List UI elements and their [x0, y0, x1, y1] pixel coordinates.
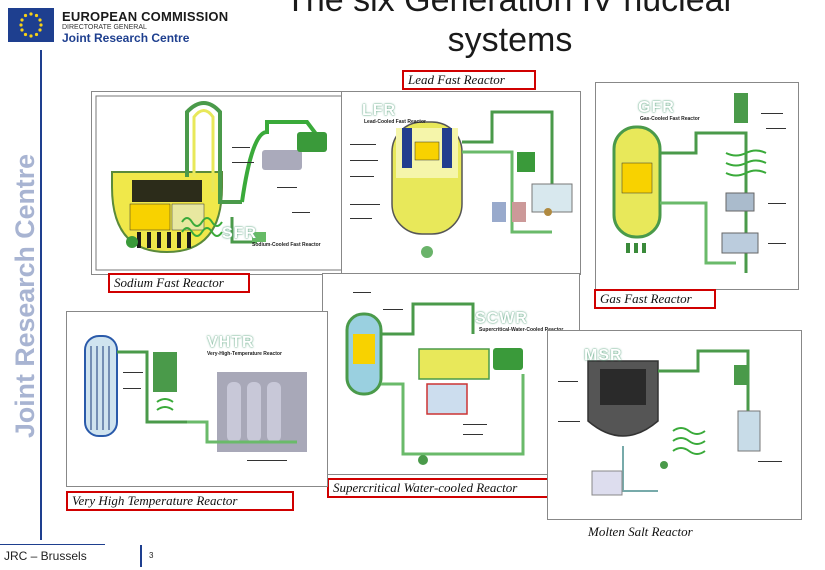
side-rule	[40, 50, 42, 540]
sfr-subtitle: Sodium-Cooled Fast Reactor	[252, 242, 321, 248]
scwr-subtitle: Supercritical-Water-Cooled Reactor	[479, 327, 564, 333]
side-brand-text: Joint Research Centre	[10, 154, 40, 438]
scwr-label: Supercritical Water-cooled Reactor	[327, 478, 554, 498]
gfr-diagram: GFR Gas-Cooled Fast Reactor	[595, 82, 799, 290]
footer-location: JRC – Brussels	[0, 544, 105, 567]
page-number: 3	[149, 551, 154, 560]
scwr-diagram: SCWR Supercritical-Water-Cooled Reactor	[322, 273, 580, 475]
gfr-tag: GFR	[638, 99, 675, 116]
side-brand-label: Joint Research Centre	[10, 154, 40, 438]
vhtr-diagram: VHTR Very-High-Temperature Reactor	[66, 311, 328, 487]
sfr-label: Sodium Fast Reactor	[108, 273, 250, 293]
lfr-label: Lead Fast Reactor	[402, 70, 536, 90]
lfr-subtitle: Lead-Cooled Fast Reactor	[364, 119, 426, 125]
msr-diagram: MSR	[547, 330, 802, 520]
page-title: The six Generation IV nuclear systems	[285, 0, 735, 59]
gfr-label: Gas Fast Reactor	[594, 289, 716, 309]
vhtr-subtitle: Very-High-Temperature Reactor	[207, 351, 282, 357]
msr-label: Molten Salt Reactor	[588, 524, 693, 539]
org-directorate: DIRECTORATE GENERAL	[62, 24, 147, 31]
scwr-tag: SCWR	[475, 310, 528, 327]
vhtr-tag: VHTR	[207, 334, 255, 351]
lfr-diagram: LFR Lead-Cooled Fast Reactor	[341, 91, 581, 275]
footer-page: 3	[140, 545, 178, 567]
org-jrc: Joint Research Centre	[62, 31, 190, 45]
lfr-tag: LFR	[362, 102, 397, 119]
footer-location-text: JRC – Brussels	[4, 549, 87, 563]
vhtr-label: Very High Temperature Reactor	[66, 491, 294, 511]
org-name: EUROPEAN COMMISSION	[62, 9, 229, 24]
sfr-tag: SFR	[222, 225, 257, 242]
sfr-diagram: SFR Sodium-Cooled Fast Reactor	[91, 91, 349, 275]
gfr-subtitle: Gas-Cooled Fast Reactor	[640, 116, 700, 122]
ec-logo: EUROPEAN COMMISSION DIRECTORATE GENERAL …	[6, 4, 228, 45]
eu-flag-icon	[8, 8, 54, 42]
msr-tag: MSR	[584, 347, 623, 364]
